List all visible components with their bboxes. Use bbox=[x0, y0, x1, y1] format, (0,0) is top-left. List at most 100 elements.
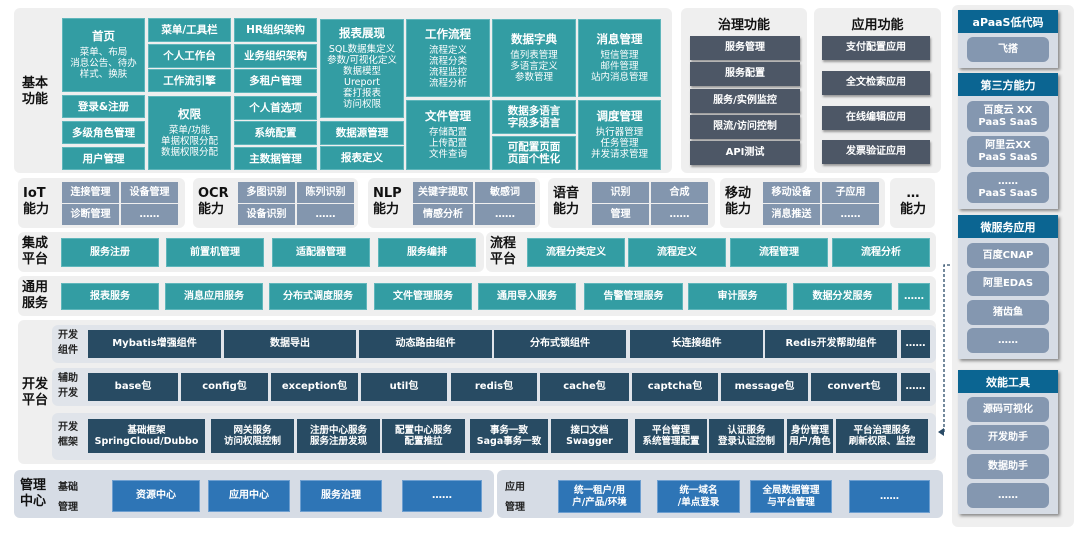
dev-component-item[interactable]: 长连接组件 bbox=[630, 330, 763, 358]
capability-item[interactable]: 诊断管理 bbox=[62, 204, 119, 225]
mgmt-base-item[interactable]: 资源中心 bbox=[112, 480, 200, 512]
right-group-item[interactable]: 数据助手 bbox=[967, 454, 1049, 479]
mgmt-app-item[interactable]: 全局数据管理 与平台管理 bbox=[750, 480, 832, 513]
basic-function-card[interactable]: 数据字典值列表管理 多语言定义 参数管理 bbox=[492, 19, 576, 97]
basic-function-card[interactable]: 登录&注册 bbox=[62, 95, 145, 118]
common-service-item[interactable]: 通用导入服务 bbox=[478, 283, 576, 310]
dev-framework-item[interactable]: 身份管理 用户/角色 bbox=[787, 419, 833, 453]
basic-function-card[interactable]: 文件管理存储配置 上传配置 文件查询 bbox=[406, 100, 490, 170]
capability-item[interactable]: 情感分析 bbox=[413, 204, 473, 225]
right-group-item[interactable]: 阿里云XX PaaS SaaS bbox=[967, 136, 1049, 167]
right-group-item[interactable]: …… bbox=[967, 328, 1049, 353]
mgmt-app-item[interactable]: 统一租户/用 户/产品/环境 bbox=[558, 480, 641, 513]
dev-aux-item[interactable]: captcha包 bbox=[632, 373, 718, 401]
capability-item[interactable]: 多图识别 bbox=[238, 182, 295, 203]
mgmt-app-item[interactable]: …… bbox=[849, 480, 930, 513]
common-service-item[interactable]: 报表服务 bbox=[61, 283, 159, 310]
dev-framework-item[interactable]: 认证服务 登录认证控制 bbox=[709, 419, 784, 453]
basic-function-card[interactable]: 数据多语言 字段多语言 bbox=[492, 100, 576, 134]
capability-item[interactable]: 子应用 bbox=[822, 182, 879, 203]
capability-item[interactable]: …… bbox=[651, 204, 708, 225]
basic-function-card[interactable]: 多级角色管理 bbox=[62, 121, 145, 144]
common-service-item[interactable]: 审计服务 bbox=[688, 283, 787, 310]
dev-component-item[interactable]: 分布式锁组件 bbox=[494, 330, 626, 358]
dev-component-item[interactable]: Mybatis增强组件 bbox=[88, 330, 221, 358]
basic-function-card[interactable]: 可配置页面 页面个性化 bbox=[492, 136, 576, 170]
common-service-item[interactable]: 数据分发服务 bbox=[793, 283, 892, 310]
dev-aux-item[interactable]: …… bbox=[901, 373, 930, 401]
application-item[interactable]: 全文检索应用 bbox=[822, 71, 930, 95]
basic-function-card[interactable]: 个人首选项 bbox=[234, 96, 317, 120]
capability-item[interactable]: 设备管理 bbox=[121, 182, 178, 203]
basic-function-card[interactable]: 主数据管理 bbox=[234, 147, 317, 170]
capability-item[interactable]: …… bbox=[121, 204, 178, 225]
right-group-item[interactable]: …… bbox=[967, 483, 1049, 508]
capability-item[interactable]: …… bbox=[822, 204, 879, 225]
basic-function-card[interactable]: 首页菜单、布局 消息公告、待办 样式、换肤 bbox=[62, 18, 145, 92]
basic-function-card[interactable]: 业务组织架构 bbox=[234, 44, 317, 68]
capability-item[interactable]: 合成 bbox=[651, 182, 708, 203]
dev-framework-item[interactable]: 接口文档 Swagger bbox=[551, 419, 628, 453]
mgmt-base-item[interactable]: …… bbox=[402, 480, 482, 512]
capability-item[interactable]: 敏感词 bbox=[475, 182, 535, 203]
dev-framework-item[interactable]: 事务一致 Saga事务一致 bbox=[470, 419, 548, 453]
dev-aux-item[interactable]: message包 bbox=[721, 373, 808, 401]
dev-framework-item[interactable]: 配置中心服务 配置推拉 bbox=[382, 419, 465, 453]
process-item[interactable]: 流程分析 bbox=[832, 238, 930, 267]
basic-function-card[interactable]: 用户管理 bbox=[62, 147, 145, 170]
governance-item[interactable]: 服务配置 bbox=[690, 62, 800, 86]
process-item[interactable]: 流程分类定义 bbox=[527, 238, 625, 267]
right-group-item[interactable]: 猪齿鱼 bbox=[967, 300, 1049, 325]
right-group-item[interactable]: 飞搭 bbox=[967, 37, 1049, 62]
basic-function-card[interactable]: 系统配置 bbox=[234, 121, 317, 145]
capability-item[interactable]: 消息推送 bbox=[763, 204, 820, 225]
dev-framework-item[interactable]: 网关服务 访问权限控制 bbox=[211, 419, 294, 453]
dev-aux-item[interactable]: config包 bbox=[181, 373, 268, 401]
dev-component-item[interactable]: …… bbox=[901, 330, 930, 358]
common-service-item[interactable]: …… bbox=[898, 283, 930, 310]
basic-function-card[interactable]: 菜单/工具栏 bbox=[148, 18, 231, 42]
integration-item[interactable]: 服务注册 bbox=[61, 238, 159, 267]
mgmt-base-item[interactable]: 应用中心 bbox=[208, 480, 290, 512]
common-service-item[interactable]: 文件管理服务 bbox=[374, 283, 472, 310]
dev-framework-item[interactable]: 注册中心服务 服务注册发现 bbox=[297, 419, 380, 453]
right-group-item[interactable]: 百度CNAP bbox=[967, 243, 1049, 268]
capability-item[interactable]: 移动设备 bbox=[763, 182, 820, 203]
common-service-item[interactable]: 分布式调度服务 bbox=[269, 283, 367, 310]
governance-item[interactable]: API测试 bbox=[690, 141, 800, 165]
capability-item[interactable]: 关键字提取 bbox=[413, 182, 473, 203]
dev-component-item[interactable]: 动态路由组件 bbox=[359, 330, 492, 358]
governance-item[interactable]: 服务/实例监控 bbox=[690, 89, 800, 113]
common-service-item[interactable]: 消息应用服务 bbox=[165, 283, 263, 310]
application-item[interactable]: 支付配置应用 bbox=[822, 36, 930, 60]
common-service-item[interactable]: 告警管理服务 bbox=[584, 283, 683, 310]
dev-aux-item[interactable]: redis包 bbox=[451, 373, 537, 401]
integration-item[interactable]: 服务编排 bbox=[378, 238, 476, 267]
basic-function-card[interactable]: 消息管理短信管理 邮件管理 站内消息管理 bbox=[578, 19, 661, 97]
application-item[interactable]: 发票验证应用 bbox=[822, 140, 930, 164]
dev-framework-item[interactable]: 基础框架 SpringCloud/Dubbo bbox=[88, 419, 205, 453]
dev-aux-item[interactable]: util包 bbox=[361, 373, 447, 401]
capability-item[interactable]: …… bbox=[475, 204, 535, 225]
basic-function-card[interactable]: 工作流引擎 bbox=[148, 69, 231, 92]
right-group-item[interactable]: 开发助手 bbox=[967, 425, 1049, 450]
dev-framework-item[interactable]: 平台治理服务 刷新权限、监控 bbox=[836, 419, 928, 453]
dev-aux-item[interactable]: convert包 bbox=[811, 373, 897, 401]
dev-aux-item[interactable]: exception包 bbox=[271, 373, 358, 401]
capability-item[interactable]: 识别 bbox=[592, 182, 649, 203]
dev-aux-item[interactable]: base包 bbox=[88, 373, 178, 401]
mgmt-base-item[interactable]: 服务治理 bbox=[300, 480, 382, 512]
process-item[interactable]: 流程定义 bbox=[628, 238, 726, 267]
right-group-item[interactable]: 百度云 XX PaaS SaaS bbox=[967, 101, 1049, 132]
mgmt-app-item[interactable]: 统一域名 /单点登录 bbox=[657, 480, 740, 513]
capability-item[interactable]: 连接管理 bbox=[62, 182, 119, 203]
basic-function-card[interactable]: 数据源管理 bbox=[320, 121, 404, 145]
capability-item[interactable]: …… bbox=[297, 204, 354, 225]
dev-component-item[interactable]: Redis开发帮助组件 bbox=[765, 330, 897, 358]
integration-item[interactable]: 前置机管理 bbox=[166, 238, 264, 267]
right-group-item[interactable]: 阿里EDAS bbox=[967, 271, 1049, 296]
integration-item[interactable]: 适配器管理 bbox=[272, 238, 370, 267]
right-group-item[interactable]: …… PaaS SaaS bbox=[967, 172, 1049, 203]
dev-aux-item[interactable]: cache包 bbox=[540, 373, 629, 401]
capability-item[interactable]: 陈列识别 bbox=[297, 182, 354, 203]
